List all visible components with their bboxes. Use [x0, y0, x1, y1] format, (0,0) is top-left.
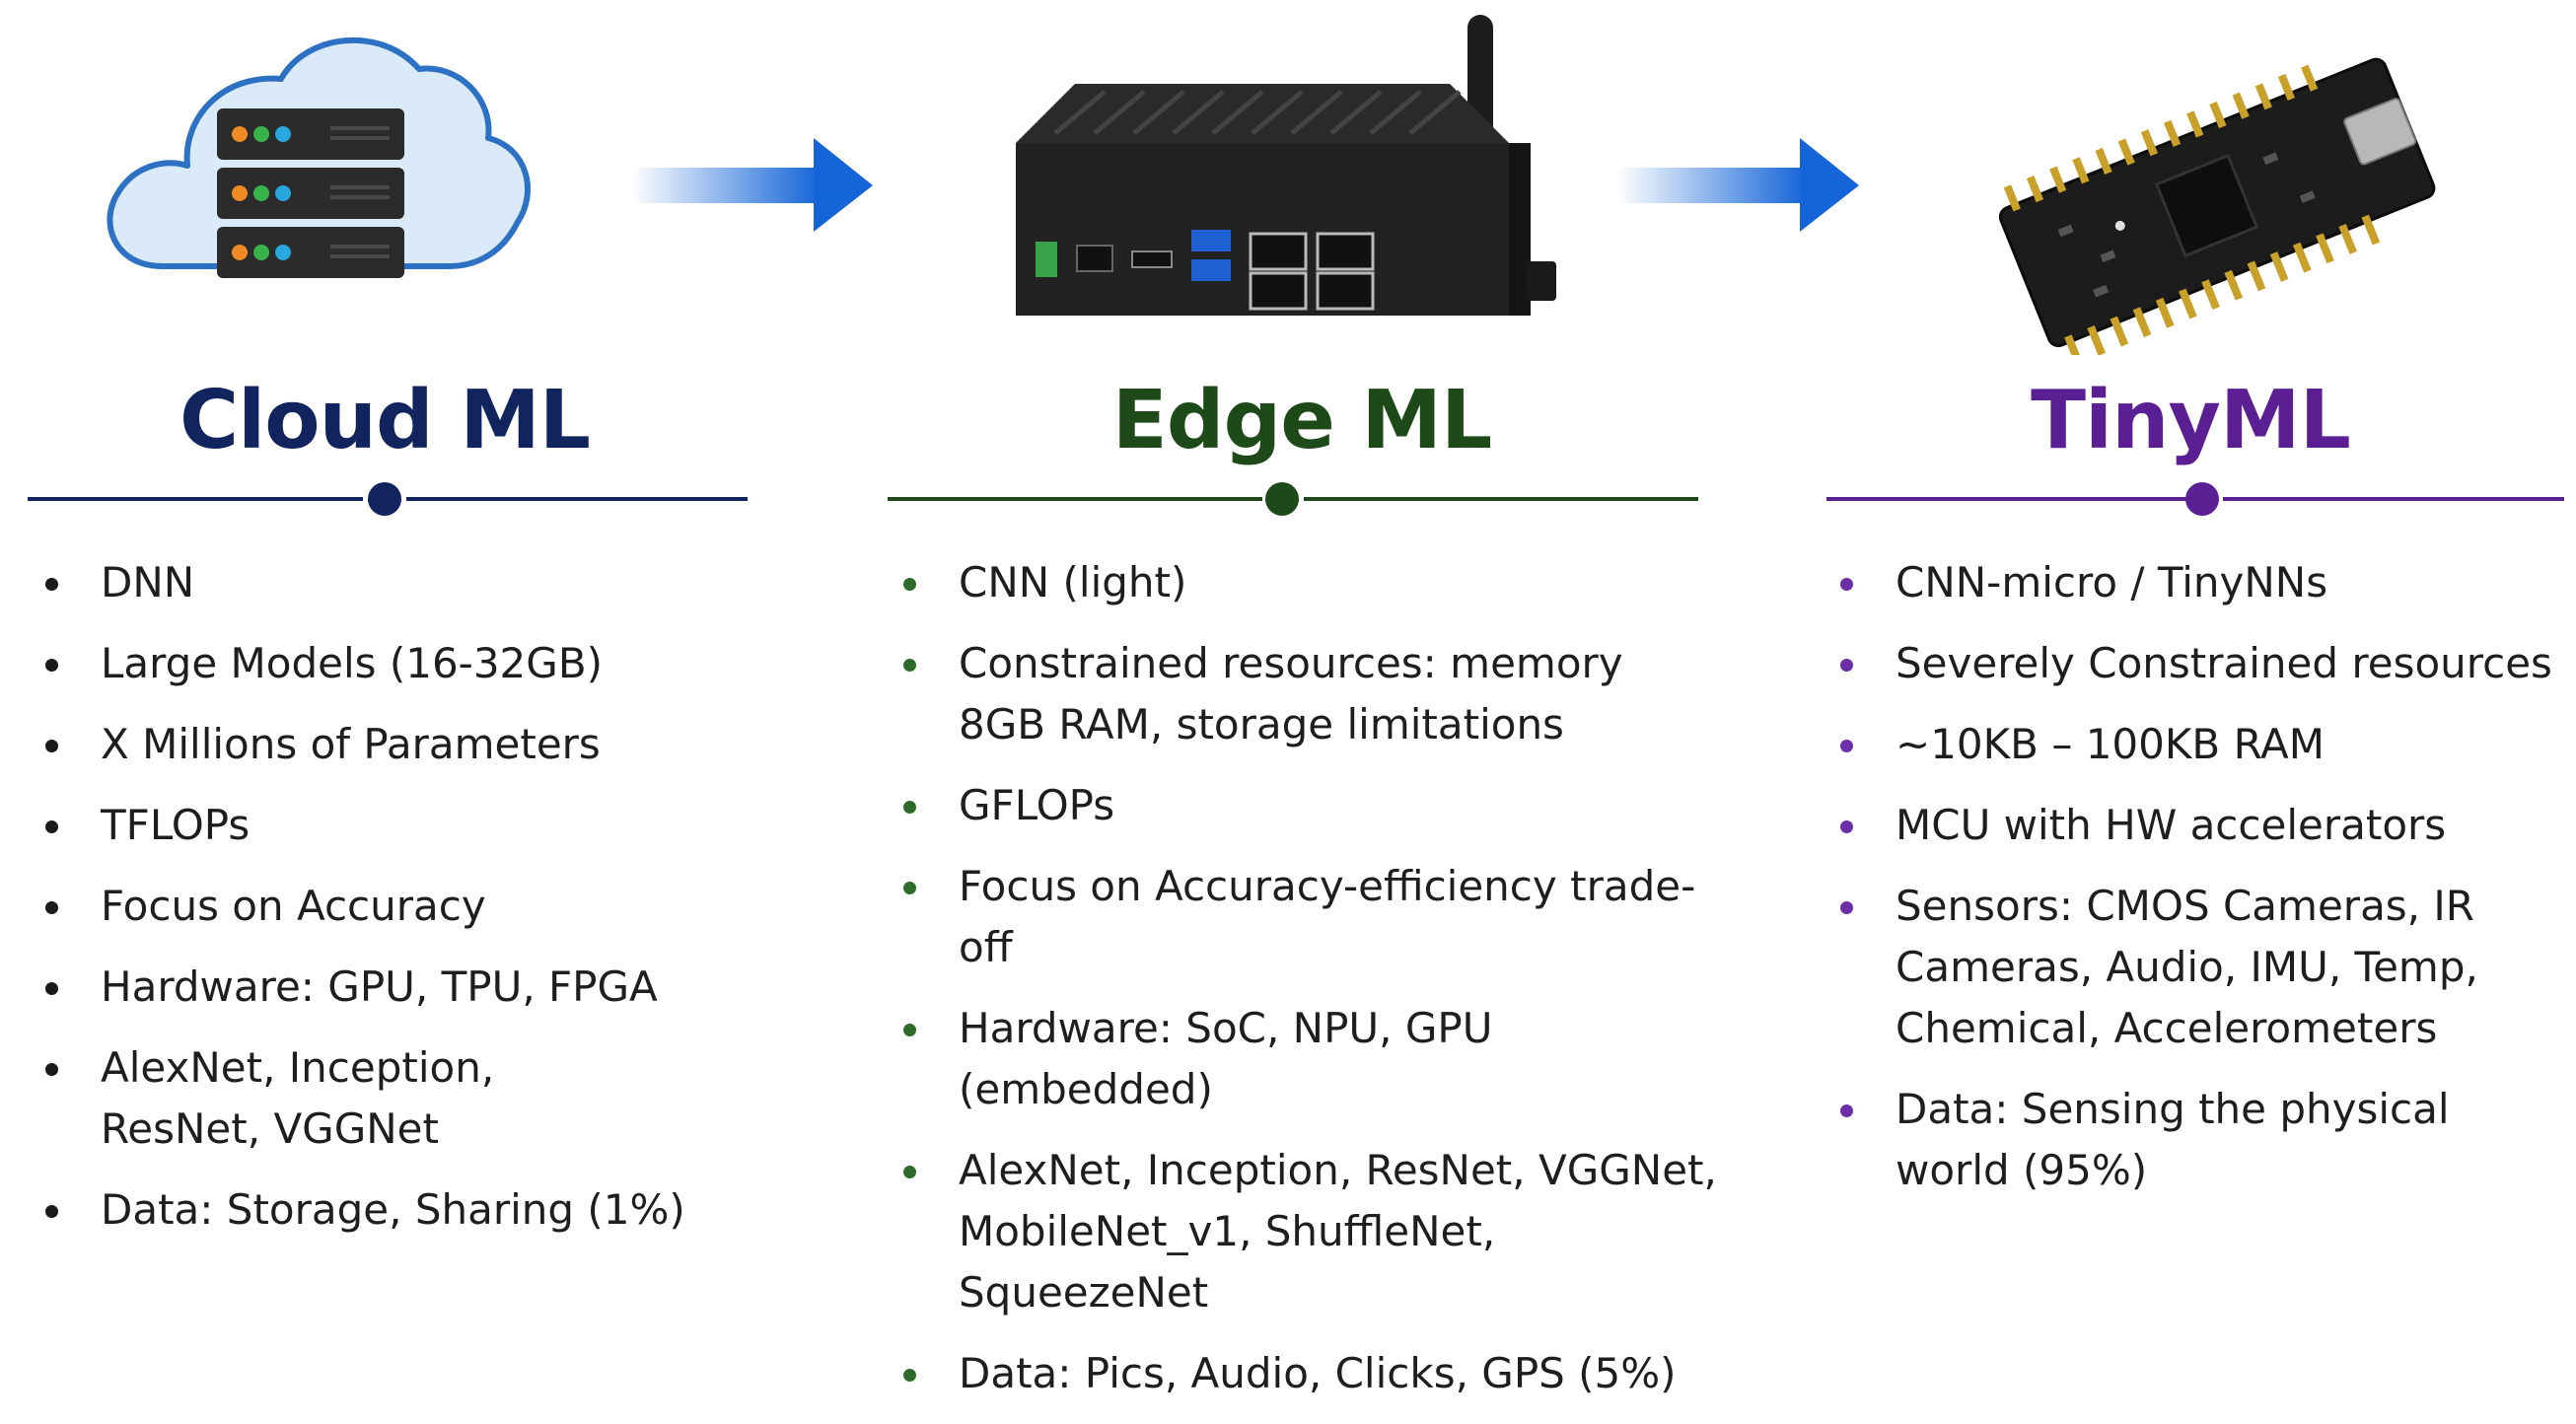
list-item: DNN: [39, 552, 730, 613]
list-item: GFLOPs: [897, 775, 1726, 836]
arrow-right-icon: [1617, 138, 1859, 232]
list-item: ~10KB – 100KB RAM: [1834, 714, 2564, 775]
cloud-divider-right: [406, 497, 748, 501]
list-item: Focus on Accuracy-efficiency trade-off: [897, 856, 1726, 978]
edge-divider-dot: [1265, 482, 1299, 516]
tiny-divider-dot: [2185, 482, 2219, 516]
tiny-divider-right: [2223, 497, 2564, 501]
cloud-divider-dot: [368, 482, 401, 516]
edge-gateway-icon: [1016, 15, 1556, 316]
cloud-divider-left: [28, 497, 363, 501]
column-cloud-ml: Cloud ML DNN Large Models (16-32GB) X Mi…: [0, 0, 769, 1265]
list-item: Large Models (16-32GB): [39, 633, 730, 694]
list-item: Constrained resources: memory 8GB RAM, s…: [897, 633, 1669, 755]
list-item: Hardware: SoC, NPU, GPU (embedded): [897, 998, 1726, 1120]
list-item: MCU with HW accelerators: [1834, 795, 2564, 856]
list-item: X Millions of Parameters: [39, 714, 730, 775]
list-item: AlexNet, Inception, ResNet, VGGNet, Mobi…: [897, 1140, 1757, 1323]
cloud-ml-title: Cloud ML: [179, 374, 591, 467]
edge-ml-title: Edge ML: [1111, 374, 1492, 467]
list-item: CNN (light): [897, 552, 1726, 613]
arrow-right-icon: [631, 138, 873, 232]
cloud-bullet-list: DNN Large Models (16-32GB) X Millions of…: [39, 552, 730, 1260]
tiny-bullet-list: CNN-micro / TinyNNs Severely Constrained…: [1834, 552, 2564, 1221]
list-item: Hardware: GPU, TPU, FPGA: [39, 957, 730, 1018]
list-item: CNN-micro / TinyNNs: [1834, 552, 2564, 613]
list-item: TFLOPs: [39, 795, 730, 856]
column-edge-ml: Edge ML CNN (light) Constrained resource…: [868, 0, 1736, 1397]
list-item: Data: Sensing the physical world (95%): [1834, 1079, 2487, 1201]
microcontroller-board-icon: [1998, 57, 2436, 355]
edge-divider-left: [888, 497, 1262, 501]
list-item: Focus on Accuracy: [39, 876, 730, 937]
list-item: Data: Storage, Sharing (1%): [39, 1179, 730, 1241]
list-item: AlexNet, Inception, ResNet, VGGNet: [39, 1037, 653, 1160]
edge-bullet-list: CNN (light) Constrained resources: memor…: [897, 552, 1726, 1424]
list-item: Sensors: CMOS Cameras, IR Cameras, Audio…: [1834, 876, 2527, 1059]
cloud-server-icon: [107, 36, 531, 278]
edge-divider-right: [1304, 497, 1698, 501]
column-tinyml: TinyML CNN-micro / TinyNNs Severely Cons…: [1805, 0, 2576, 1265]
tiny-divider-left: [1826, 497, 2191, 501]
tinyml-title: TinyML: [2031, 374, 2351, 467]
list-item: Severely Constrained resources: [1834, 633, 2564, 694]
list-item: Data: Pics, Audio, Clicks, GPS (5%): [897, 1343, 1726, 1404]
